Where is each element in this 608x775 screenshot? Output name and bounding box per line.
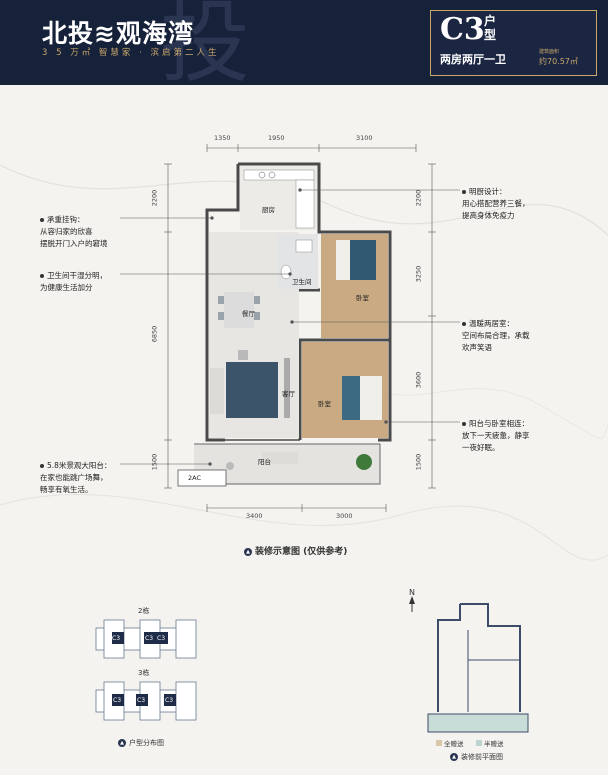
area-value: 约70.57㎡ (539, 57, 578, 66)
room-bathroom: 卫生间 (292, 278, 312, 286)
unit-tag-box (430, 10, 597, 76)
dist-unit-2: C3 (145, 635, 154, 642)
building-2-label: 2栋 (138, 607, 150, 615)
room-kitchen: 厨房 (262, 206, 275, 214)
legend-full: 全赠送 (444, 740, 464, 748)
annotation-left-1: 承重挂钩： 从容归家的欣喜 摆脱开门入户的窘境 (40, 215, 108, 248)
room-dining: 餐厅 (242, 310, 255, 318)
room-living: 客厅 (282, 390, 295, 398)
annotation-right-1: 明厨设计： 用心搭配营养三餐， 提高身体免疫力 (462, 187, 530, 220)
bullet-icon (40, 274, 44, 278)
building-3-label: 3栋 (138, 669, 150, 677)
legend-half: 半赠送 (484, 740, 504, 748)
header-banner: 投 北投≋观海湾 3 5 万㎡ 智慧家 · 滨启第二人生 C3 户型 两房两厅一… (0, 0, 608, 95)
dim-bottom-2: 3000 (336, 512, 353, 520)
triangle-icon: ▲ (244, 547, 252, 556)
plan-caption: ▲装修示意图 (仅供参考) (244, 544, 347, 557)
dim-top-1: 1350 (214, 134, 231, 142)
bullet-icon (40, 218, 44, 222)
triangle-icon: ▲ (118, 739, 126, 747)
triangle-icon: ▲ (450, 753, 458, 761)
annotation-right-3: 阳台与卧室相连： 放下一天疲惫，静享 一夜好眠。 (462, 419, 530, 452)
brand-slogan: 3 5 万㎡ 智慧家 · 滨启第二人生 (42, 48, 220, 58)
dist-unit-1: C3 (112, 635, 121, 642)
annotation-right-2: 温暖两居室： 空间布局合理，承载 欢声笑语 (462, 319, 530, 352)
dist-unit-3: C3 (157, 635, 166, 642)
dim-bottom-1: 3400 (246, 512, 263, 520)
north-label: N (409, 588, 415, 597)
room-bedroom-1: 卧室 (356, 294, 369, 302)
room-ac: 2AC (188, 474, 202, 482)
unit-suffix: 户型 (484, 14, 497, 42)
unit-code: C3 (440, 12, 485, 47)
dim-top-2: 1950 (268, 134, 285, 142)
annotation-left-3: 5.8米景观大阳台： 在家也能跳广场舞， 畅享有氧生活。 (40, 461, 112, 494)
bullet-icon (462, 322, 466, 326)
area-label: 建筑面积 (539, 49, 560, 55)
dist-caption: ▲户型分布图 (118, 738, 164, 748)
room-bedroom-2: 卧室 (318, 400, 331, 408)
room-balcony: 阳台 (258, 458, 271, 466)
bullet-icon (462, 190, 466, 194)
watermark-glyph: 投 (160, 0, 250, 95)
dist-unit-6: C3 (165, 697, 174, 704)
dist-unit-5: C3 (137, 697, 146, 704)
dim-top-3: 3100 (356, 134, 373, 142)
blank-plan-caption: ▲装修前平面图 (450, 752, 503, 762)
dist-unit-4: C3 (113, 697, 122, 704)
brand-logo: 北投≋观海湾 (42, 19, 194, 48)
marble-background (0, 164, 608, 561)
bullet-icon (40, 464, 44, 468)
unit-layout: 两房两厅一卫 (440, 53, 506, 66)
bullet-icon (462, 422, 466, 426)
annotation-left-2: 卫生间干湿分明， 为健康生活加分 (40, 271, 107, 292)
